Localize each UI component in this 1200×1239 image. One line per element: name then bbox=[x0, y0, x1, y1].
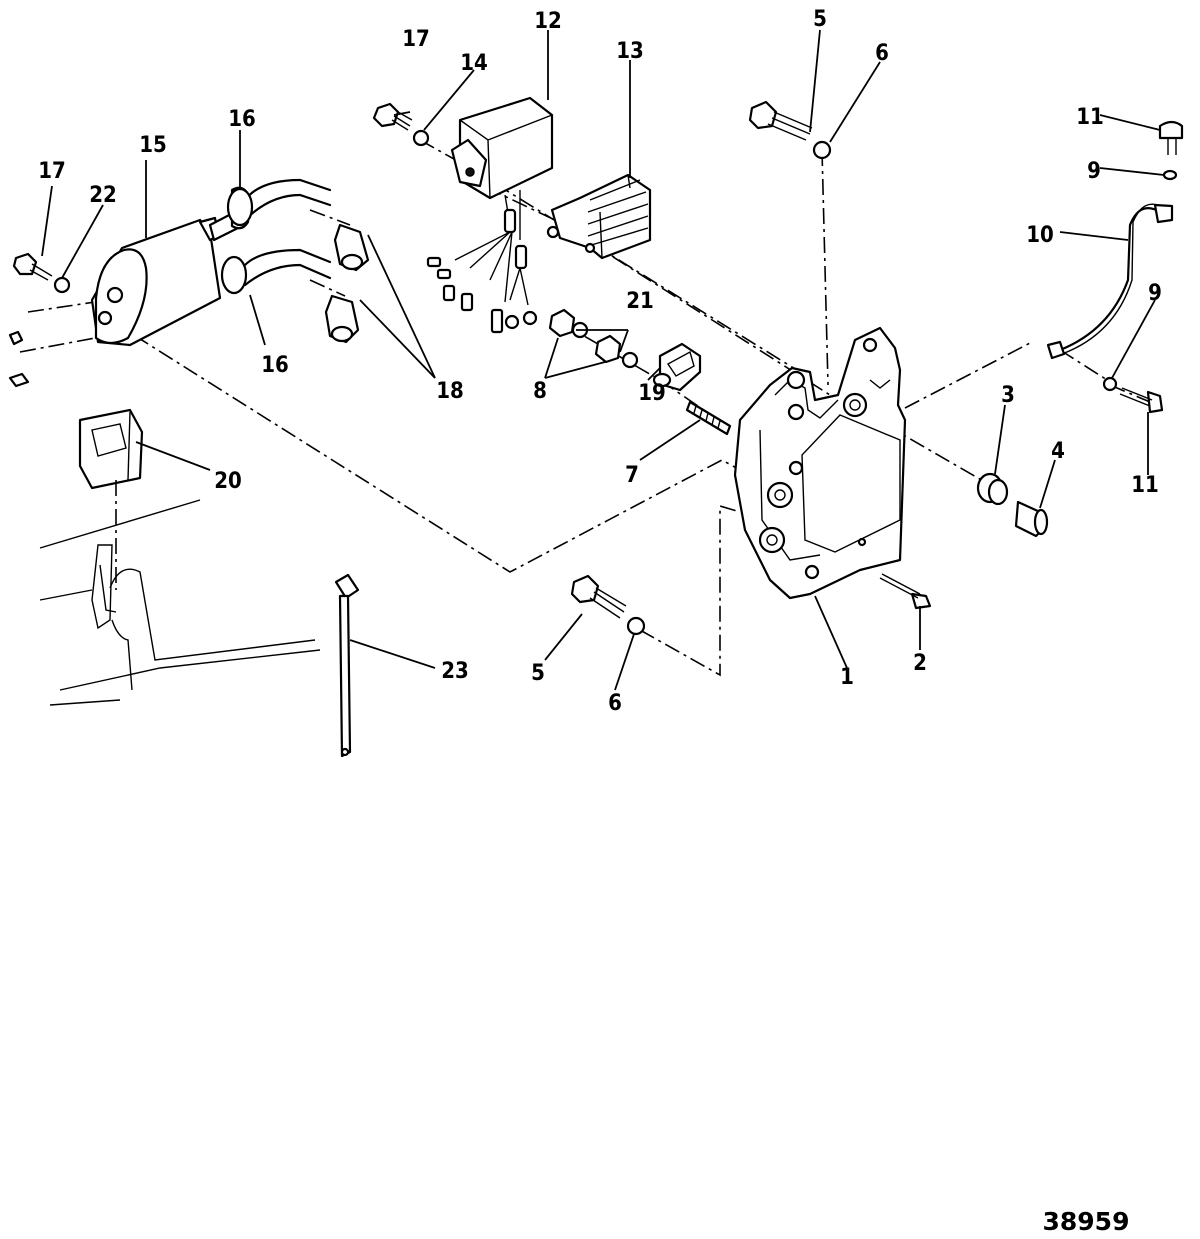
callout-18: 18 bbox=[436, 379, 464, 404]
clip-19 bbox=[652, 342, 702, 392]
leader-lines bbox=[41, 29, 1165, 691]
spark-plug-caps-18 bbox=[324, 223, 370, 344]
callout-17-upper: 17 bbox=[402, 27, 430, 52]
callout-10: 10 bbox=[1026, 223, 1054, 248]
stud-7 bbox=[685, 400, 732, 436]
high-tension-leads bbox=[220, 178, 351, 297]
callout-8: 8 bbox=[533, 379, 547, 404]
washer-9-lower bbox=[1102, 376, 1118, 392]
cable-tie-23 bbox=[334, 573, 360, 758]
callout-1: 1 bbox=[840, 665, 854, 690]
callout-9-lower: 9 bbox=[1148, 281, 1162, 306]
callout-14: 14 bbox=[460, 51, 488, 76]
callout-5-upper: 5 bbox=[813, 7, 827, 32]
callout-13: 13 bbox=[616, 39, 644, 64]
grommet-20 bbox=[78, 408, 144, 490]
callout-7: 7 bbox=[625, 463, 639, 488]
callout-4: 4 bbox=[1051, 439, 1065, 464]
regulator-13 bbox=[546, 173, 652, 260]
callout-5-lower: 5 bbox=[531, 661, 545, 686]
callout-9-upper: 9 bbox=[1087, 159, 1101, 184]
ground-wire-10 bbox=[1046, 203, 1174, 360]
bolt-5-upper bbox=[748, 100, 813, 141]
bolt-17-upper bbox=[372, 102, 413, 131]
screw-11-upper bbox=[1158, 120, 1184, 155]
callout-21: 21 bbox=[626, 289, 654, 314]
callout-11-upper: 11 bbox=[1076, 105, 1104, 130]
ignition-coil-15 bbox=[90, 210, 240, 347]
callout-2: 2 bbox=[913, 651, 927, 676]
callout-6-lower: 6 bbox=[608, 691, 622, 716]
module-12 bbox=[426, 96, 554, 334]
callout-16-upper: 16 bbox=[228, 107, 256, 132]
screw-11-lower bbox=[1119, 387, 1164, 414]
callout-15: 15 bbox=[139, 133, 167, 158]
washer-6-lower bbox=[626, 616, 646, 636]
callout-17-lower: 17 bbox=[38, 159, 66, 184]
figure-number: 38959 bbox=[1043, 1207, 1130, 1236]
engine-bracket bbox=[39, 480, 321, 706]
bolt-5-lower bbox=[570, 574, 627, 619]
callout-6-upper: 6 bbox=[875, 41, 889, 66]
washer-22 bbox=[53, 276, 71, 294]
bolt-17-lower bbox=[12, 252, 53, 281]
nuts-washers-8-21 bbox=[548, 308, 639, 369]
callout-16-lower: 16 bbox=[261, 353, 289, 378]
callout-20: 20 bbox=[214, 469, 242, 494]
coil-terminal-pins bbox=[8, 330, 30, 388]
washer-14 bbox=[412, 129, 430, 147]
callout-23: 23 bbox=[441, 659, 469, 684]
switch-box-1 bbox=[733, 326, 907, 600]
callout-19: 19 bbox=[638, 381, 666, 406]
callout-22: 22 bbox=[89, 183, 117, 208]
washer-9-upper bbox=[1162, 169, 1178, 181]
callout-11-lower: 11 bbox=[1131, 473, 1159, 498]
callout-3: 3 bbox=[1001, 383, 1015, 408]
bushing-4 bbox=[1014, 500, 1049, 538]
callout-labels: 1 2 3 4 5 5 6 6 7 8 9 9 10 11 11 12 13 1… bbox=[38, 7, 1162, 716]
washer-6-upper bbox=[812, 140, 832, 160]
grommet-3 bbox=[976, 472, 1009, 506]
callout-12: 12 bbox=[534, 9, 562, 34]
screw-2 bbox=[879, 573, 932, 610]
